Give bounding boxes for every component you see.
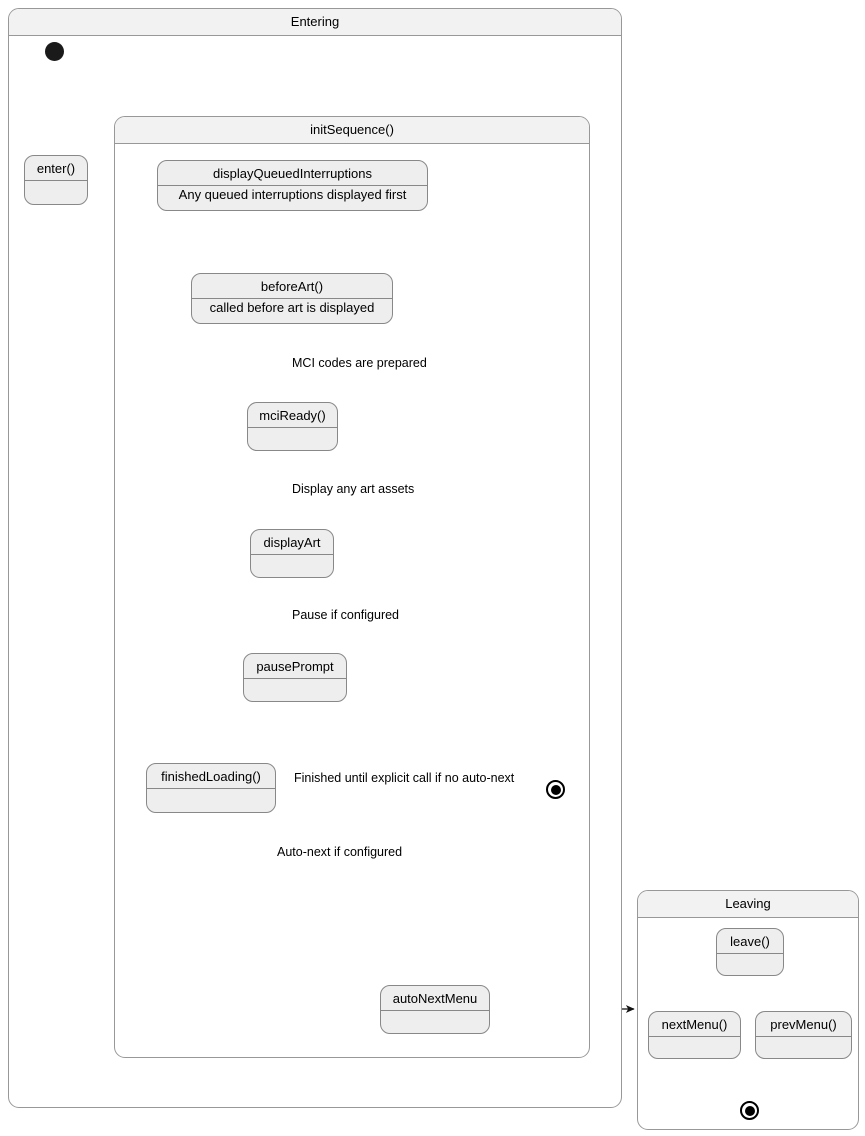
state-next-menu-title: nextMenu() [661, 1017, 728, 1032]
state-display-queued-interruptions-title: displayQueuedInterruptions [213, 166, 372, 181]
state-before-art-title: beforeArt() [260, 279, 324, 294]
state-leave-desc [717, 954, 783, 975]
composite-state-initsequence[interactable]: initSequence() [114, 116, 590, 1058]
state-finished-loading-title: finishedLoading() [161, 769, 261, 784]
state-mci-ready[interactable]: mciReady() [247, 402, 338, 451]
state-enter-title: enter() [36, 161, 76, 176]
state-prev-menu-title: prevMenu() [770, 1017, 837, 1032]
transition-label-auto-next-if-configured: Auto-next if configured [277, 845, 403, 859]
state-before-art[interactable]: beforeArt() called before art is display… [191, 273, 393, 324]
state-display-art[interactable]: displayArt [250, 529, 334, 578]
final-state-node-entering[interactable] [546, 780, 565, 799]
state-auto-next-menu[interactable]: autoNextMenu [380, 985, 490, 1034]
composite-state-entering-title: Entering [9, 9, 621, 36]
state-display-art-separator [251, 554, 333, 555]
state-display-queued-interruptions-separator [158, 185, 427, 186]
composite-state-leaving[interactable]: Leaving [637, 890, 859, 1130]
state-mci-ready-desc [248, 428, 337, 450]
state-auto-next-menu-separator [381, 1010, 489, 1011]
state-prev-menu-desc [756, 1037, 851, 1058]
state-enter-separator [25, 180, 87, 181]
state-pause-prompt[interactable]: pausePrompt [243, 653, 347, 702]
state-enter[interactable]: enter() [24, 155, 88, 205]
state-prev-menu[interactable]: prevMenu() [755, 1011, 852, 1059]
state-display-art-title: displayArt [263, 535, 321, 550]
state-next-menu[interactable]: nextMenu() [648, 1011, 741, 1059]
state-next-menu-separator [649, 1036, 740, 1037]
state-display-queued-interruptions-desc: Any queued interruptions displayed first [178, 187, 407, 202]
state-finished-loading[interactable]: finishedLoading() [146, 763, 276, 813]
state-pause-prompt-title: pausePrompt [256, 659, 334, 674]
state-enter-desc [25, 181, 87, 204]
transition-label-mci-codes-prepared: MCI codes are prepared [292, 356, 427, 370]
transition-label-display-art-assets: Display any art assets [292, 482, 415, 496]
state-finished-loading-desc [147, 789, 275, 812]
state-auto-next-menu-title: autoNextMenu [392, 991, 478, 1006]
final-state-node-leaving[interactable] [740, 1101, 759, 1120]
state-auto-next-menu-desc [381, 1011, 489, 1033]
state-finished-loading-separator [147, 788, 275, 789]
transition-label-pause-if-configured: Pause if configured [292, 608, 400, 622]
state-mci-ready-title: mciReady() [259, 408, 326, 423]
state-display-art-desc [251, 555, 333, 577]
state-before-art-separator [192, 298, 392, 299]
state-leave-separator [717, 953, 783, 954]
state-prev-menu-separator [756, 1036, 851, 1037]
composite-state-initsequence-title: initSequence() [115, 117, 589, 144]
state-before-art-desc: called before art is displayed [209, 300, 375, 315]
state-leave[interactable]: leave() [716, 928, 784, 976]
state-leave-title: leave() [730, 934, 770, 949]
initial-state-node[interactable] [45, 42, 64, 61]
state-mci-ready-separator [248, 427, 337, 428]
state-next-menu-desc [649, 1037, 740, 1058]
composite-state-leaving-title: Leaving [638, 891, 858, 918]
state-display-queued-interruptions[interactable]: displayQueuedInterruptions Any queued in… [157, 160, 428, 211]
state-pause-prompt-separator [244, 678, 346, 679]
state-pause-prompt-desc [244, 679, 346, 701]
transition-label-finished-until-explicit: Finished until explicit call if no auto-… [294, 771, 515, 785]
